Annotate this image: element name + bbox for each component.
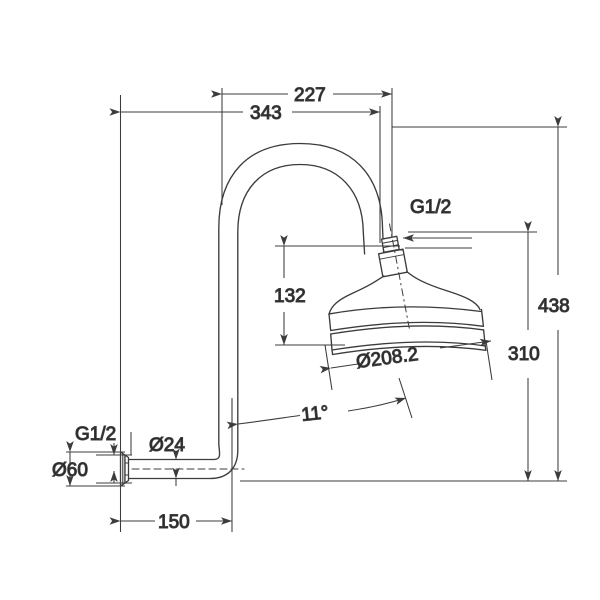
dim-line-rose-diameter [319, 338, 492, 374]
dim-343-label: 343 [250, 103, 282, 124]
dim-132-label: 132 [274, 286, 306, 307]
thread-outlet-label: G1/2 [410, 197, 451, 218]
shower-rose [328, 270, 487, 356]
dim-line-angle [226, 397, 407, 430]
dim-tube-diameter-label: Ø24 [149, 435, 185, 456]
dim-438-label: 438 [538, 296, 570, 317]
product-geometry [119, 142, 487, 487]
dim-150-label: 150 [158, 512, 190, 533]
extension-lines [66, 88, 567, 532]
centre-lines [131, 223, 411, 470]
leader-outlet-thread [403, 234, 472, 249]
wall-flange [119, 451, 130, 487]
gooseneck-body [209, 142, 385, 480]
dim-227-label: 227 [294, 85, 326, 106]
dim-310-label: 310 [508, 344, 540, 365]
thread-inlet-label: G1/2 [75, 424, 116, 445]
dim-angle-label: 11° [300, 402, 329, 426]
dim-flange-diameter-label: Ø60 [52, 460, 88, 481]
dimension-annotations: 343 227 438 310 [51, 84, 570, 533]
dim-rose-diameter-label: Ø208.2 [355, 344, 420, 373]
